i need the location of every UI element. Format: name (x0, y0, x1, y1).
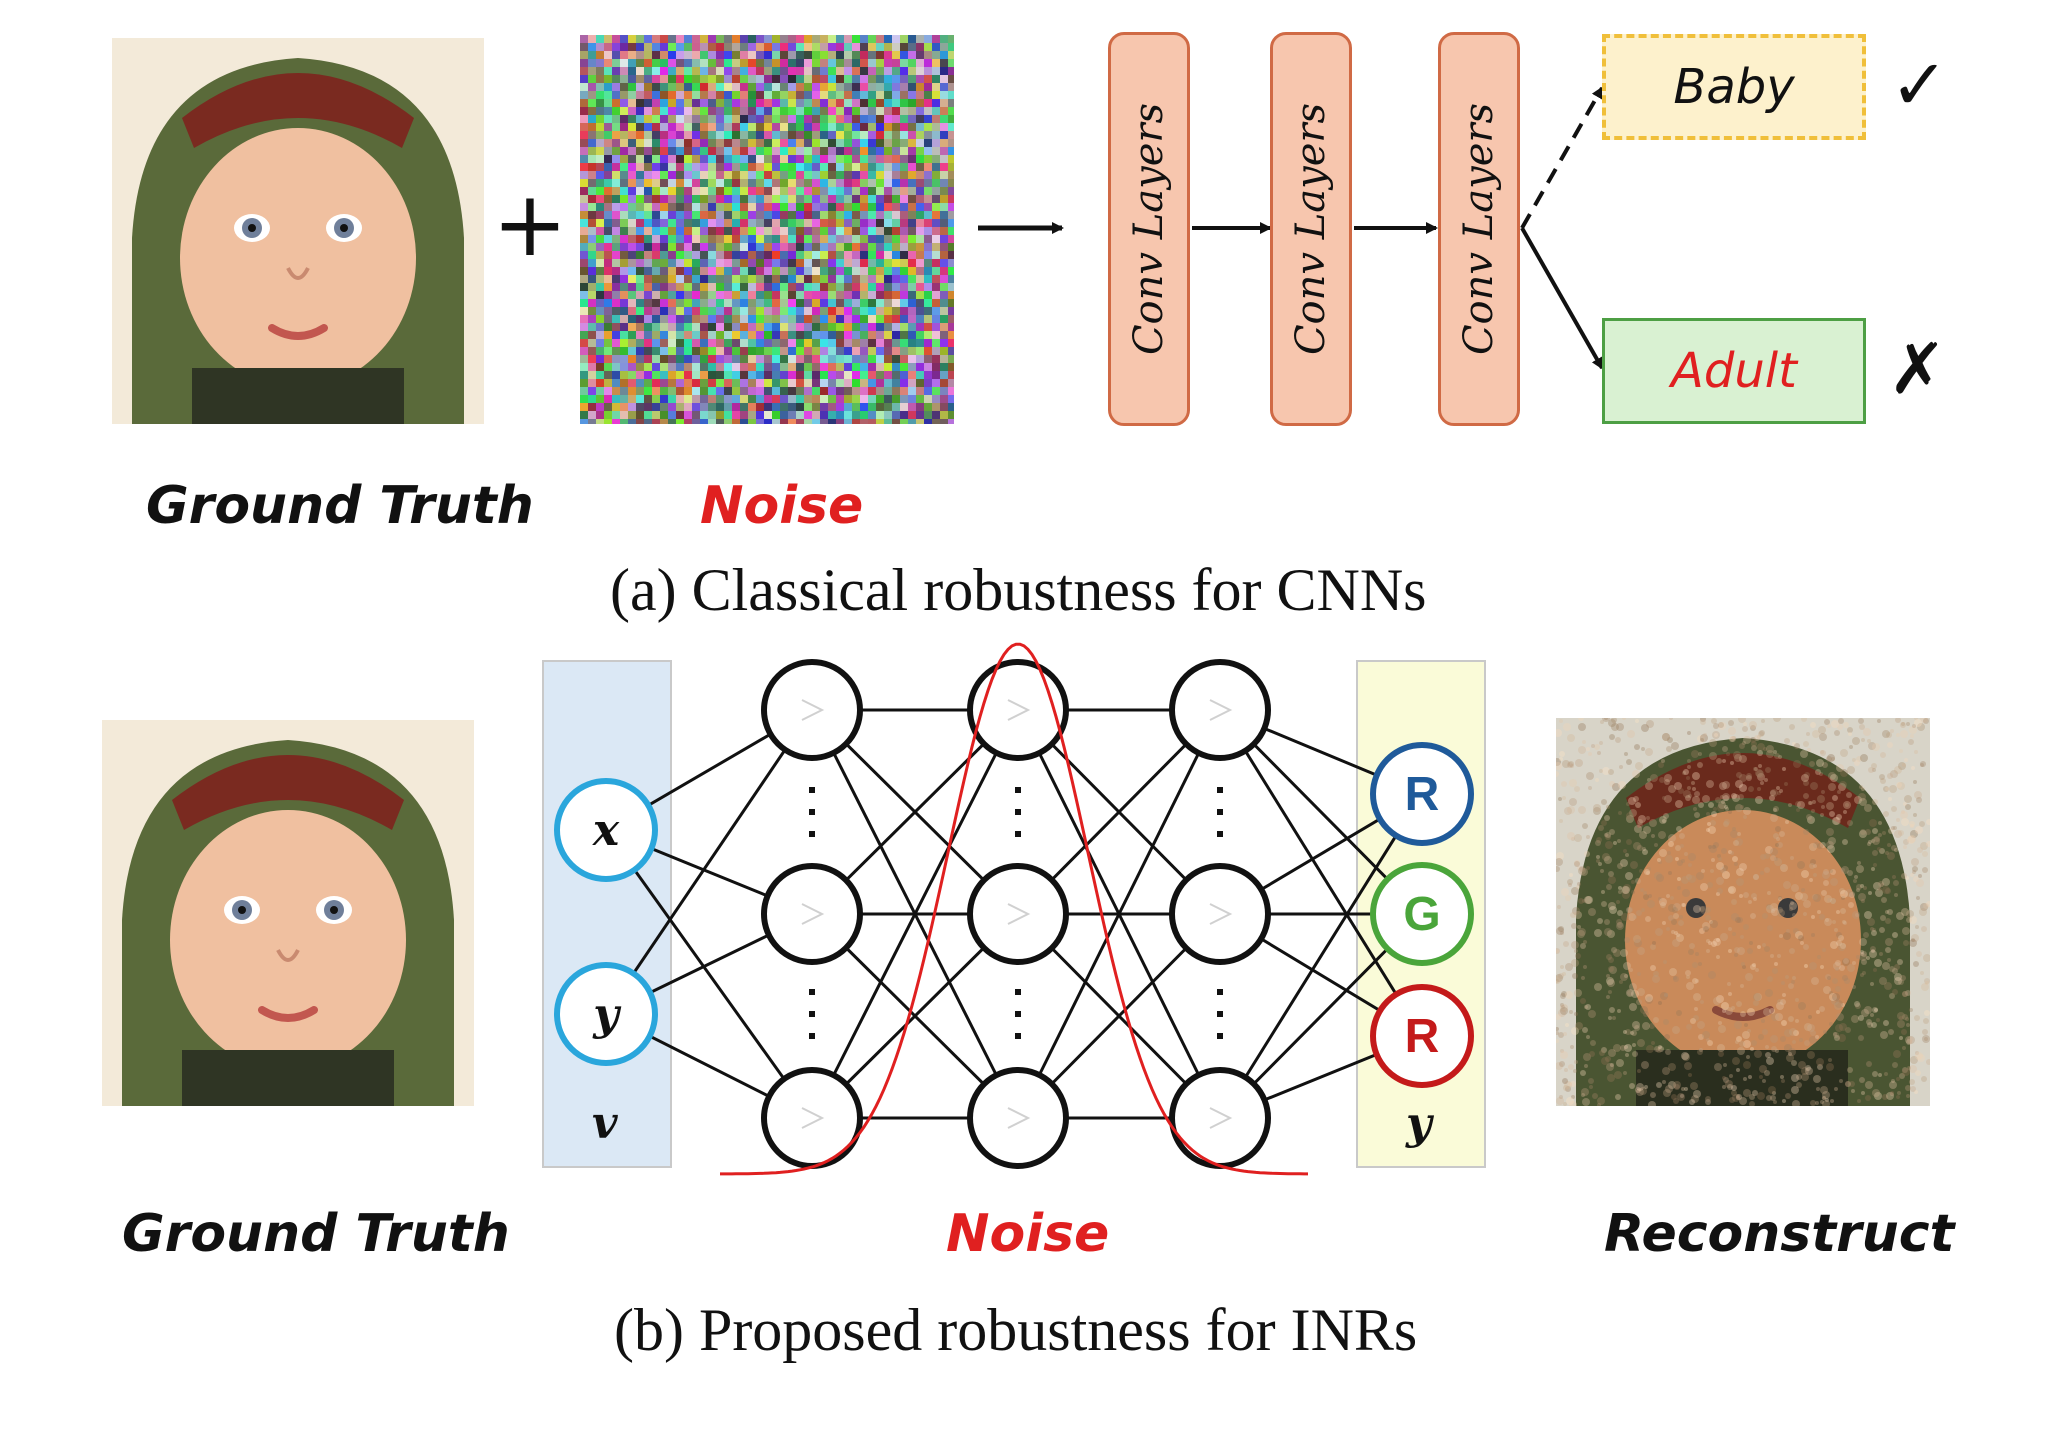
output-node-g-label: G (1403, 887, 1441, 941)
ellipsis-dot-l2-g0 (1217, 809, 1223, 815)
ellipsis-dot-l2-g1 (1217, 1033, 1223, 1039)
output-node-g: G (1370, 862, 1474, 966)
reconstruct-label: Reconstruct (1604, 1204, 1955, 1264)
ground-truth-image-bottom (102, 720, 474, 1106)
hidden-node-l2-n2 (1169, 1067, 1271, 1169)
activation-icon-l2-n2 (1209, 1107, 1233, 1129)
noise-image (580, 35, 954, 424)
output-baby-box: Baby (1602, 34, 1866, 140)
input-node-y-label: y (593, 988, 619, 1040)
input-node-x-label: x (592, 804, 620, 856)
output-adult-label: Adult (1671, 343, 1797, 399)
caption-b: (b) Proposed robustness for INRs (614, 1297, 1418, 1363)
edge-h1n2-h2n0 (1016, 709, 1222, 1119)
top-arrows (978, 86, 1604, 370)
ellipsis-dot-l1-g1 (1015, 989, 1021, 995)
arrow-to-adult (1520, 227, 1604, 370)
ellipsis-dot-l2-g1 (1217, 989, 1223, 995)
ellipsis-dot-l2-g0 (1217, 831, 1223, 837)
ellipsis-dot-l2-g0 (1217, 787, 1223, 793)
activation-icon-l1-n2 (1007, 1107, 1031, 1129)
hidden-node-l2-n1 (1169, 863, 1271, 965)
ground-truth-label-bottom: Ground Truth (122, 1204, 510, 1264)
cross-icon: ✗ (1888, 328, 1947, 410)
ground-truth-image-top (112, 38, 484, 424)
ellipsis-dot-l1-g0 (1015, 787, 1021, 793)
caption-a: (a) Classical robustness for CNNs (610, 557, 1427, 623)
activation-icon-l0-n1 (801, 903, 825, 925)
output-node-r2-label: R (1404, 1009, 1440, 1063)
noise-label-top: Noise (700, 476, 864, 536)
edge-h0n2-h1n0 (810, 709, 1020, 1119)
output-adult-box: Adult (1602, 318, 1866, 424)
ellipsis-dot-l2-g1 (1217, 1011, 1223, 1017)
hidden-node-l1-n0 (967, 659, 1069, 761)
ellipsis-dot-l1-g0 (1015, 809, 1021, 815)
input-node-x: x (554, 778, 658, 882)
hidden-node-l0-n1 (761, 863, 863, 965)
activation-icon-l2-n0 (1209, 699, 1233, 721)
ground-truth-label-top: Ground Truth (146, 476, 534, 536)
ellipsis-dot-l0-g1 (809, 989, 815, 995)
output-node-r1: R (1370, 742, 1474, 846)
activation-icon-l1-n0 (1007, 699, 1031, 721)
edge-h2n2-out0 (1218, 793, 1424, 1119)
output-node-r2: R (1370, 984, 1474, 1088)
ellipsis-dot-l1-g0 (1015, 831, 1021, 837)
conv-layer-1: Conv Layers (1108, 32, 1190, 426)
reconstruct-image (1556, 718, 1930, 1106)
activation-icon-l0-n0 (801, 699, 825, 721)
ellipsis-dot-l1-g1 (1015, 1033, 1021, 1039)
hidden-node-l0-n2 (761, 1067, 863, 1169)
input-column (542, 660, 672, 1168)
ellipsis-dot-l0-g0 (809, 809, 815, 815)
activation-icon-l1-n1 (1007, 903, 1031, 925)
edge-in1-h0n0 (604, 709, 814, 1015)
hidden-node-l1-n2 (967, 1067, 1069, 1169)
ellipsis-dot-l0-g1 (809, 1033, 815, 1039)
output-node-r1-label: R (1404, 767, 1440, 821)
ellipsis-dot-l1-g1 (1015, 1011, 1021, 1017)
input-node-y: y (554, 962, 658, 1066)
conv-layer-3: Conv Layers (1438, 32, 1520, 426)
input-column-label: v (592, 1098, 618, 1149)
plus-icon: + (492, 172, 568, 277)
hidden-node-l0-n0 (761, 659, 863, 761)
ellipsis-dot-l0-g0 (809, 831, 815, 837)
gaussian-noise-curve (720, 642, 1308, 1176)
ellipsis-dot-l0-g1 (809, 1011, 815, 1017)
hidden-node-l2-n0 (1169, 659, 1271, 761)
check-icon: ✓ (1890, 44, 1949, 126)
output-baby-label: Baby (1673, 59, 1795, 115)
hidden-node-l1-n1 (967, 863, 1069, 965)
ellipsis-dot-l0-g0 (809, 787, 815, 793)
activation-icon-l0-n2 (801, 1107, 825, 1129)
noise-label-bottom: Noise (946, 1204, 1110, 1264)
edge-h2n0-out2 (1218, 709, 1424, 1037)
conv-layer-2: Conv Layers (1270, 32, 1352, 426)
output-column-label: y (1406, 1098, 1432, 1149)
arrow-to-baby (1520, 86, 1604, 229)
edge-in0-h0n2 (604, 829, 814, 1119)
activation-icon-l2-n1 (1209, 903, 1233, 925)
